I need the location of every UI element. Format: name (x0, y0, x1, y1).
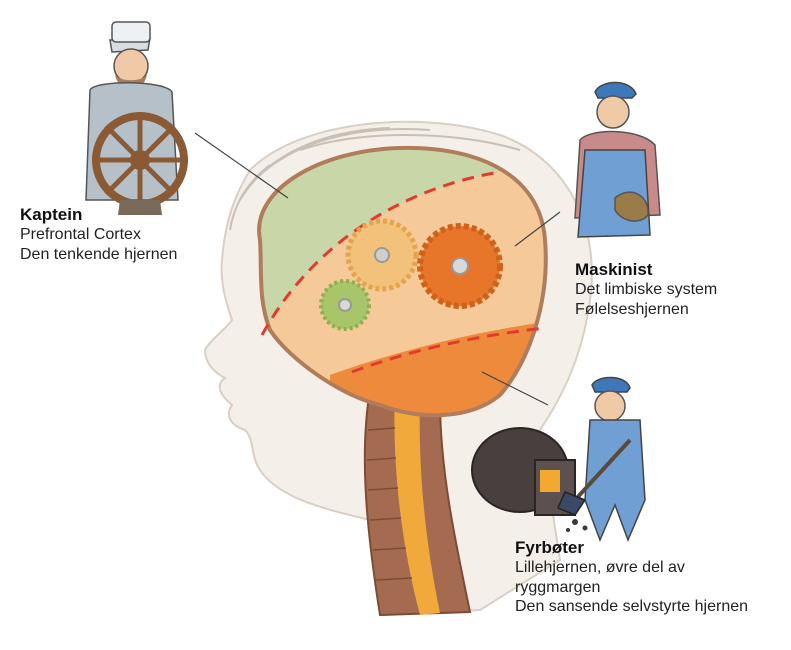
label-fyrboter: Fyrbøter Lillehjernen, øvre del av ryggm… (515, 538, 748, 616)
label-fyrboter-line-2: ryggmargen (515, 578, 748, 597)
captain-figure (86, 22, 188, 215)
mechanic-figure (575, 83, 660, 238)
label-kaptein-line-2: Den tenkende hjernen (20, 245, 177, 264)
label-kaptein: Kaptein Prefrontal Cortex Den tenkende h… (20, 205, 177, 264)
label-maskinist-title: Maskinist (575, 260, 717, 280)
label-fyrboter-title: Fyrbøter (515, 538, 748, 558)
label-maskinist: Maskinist Det limbiske system Følelseshj… (575, 260, 717, 319)
label-kaptein-title: Kaptein (20, 205, 177, 225)
label-fyrboter-line-3: Den sansende selvstyrte hjernen (515, 597, 748, 616)
gear-orange (420, 226, 500, 306)
label-fyrboter-line-1: Lillehjernen, øvre del av (515, 558, 748, 577)
label-kaptein-line-1: Prefrontal Cortex (20, 225, 177, 244)
label-maskinist-line-2: Følelseshjernen (575, 300, 717, 319)
label-maskinist-line-1: Det limbiske system (575, 280, 717, 299)
gear-yellow (348, 221, 416, 289)
gear-green (321, 281, 369, 329)
